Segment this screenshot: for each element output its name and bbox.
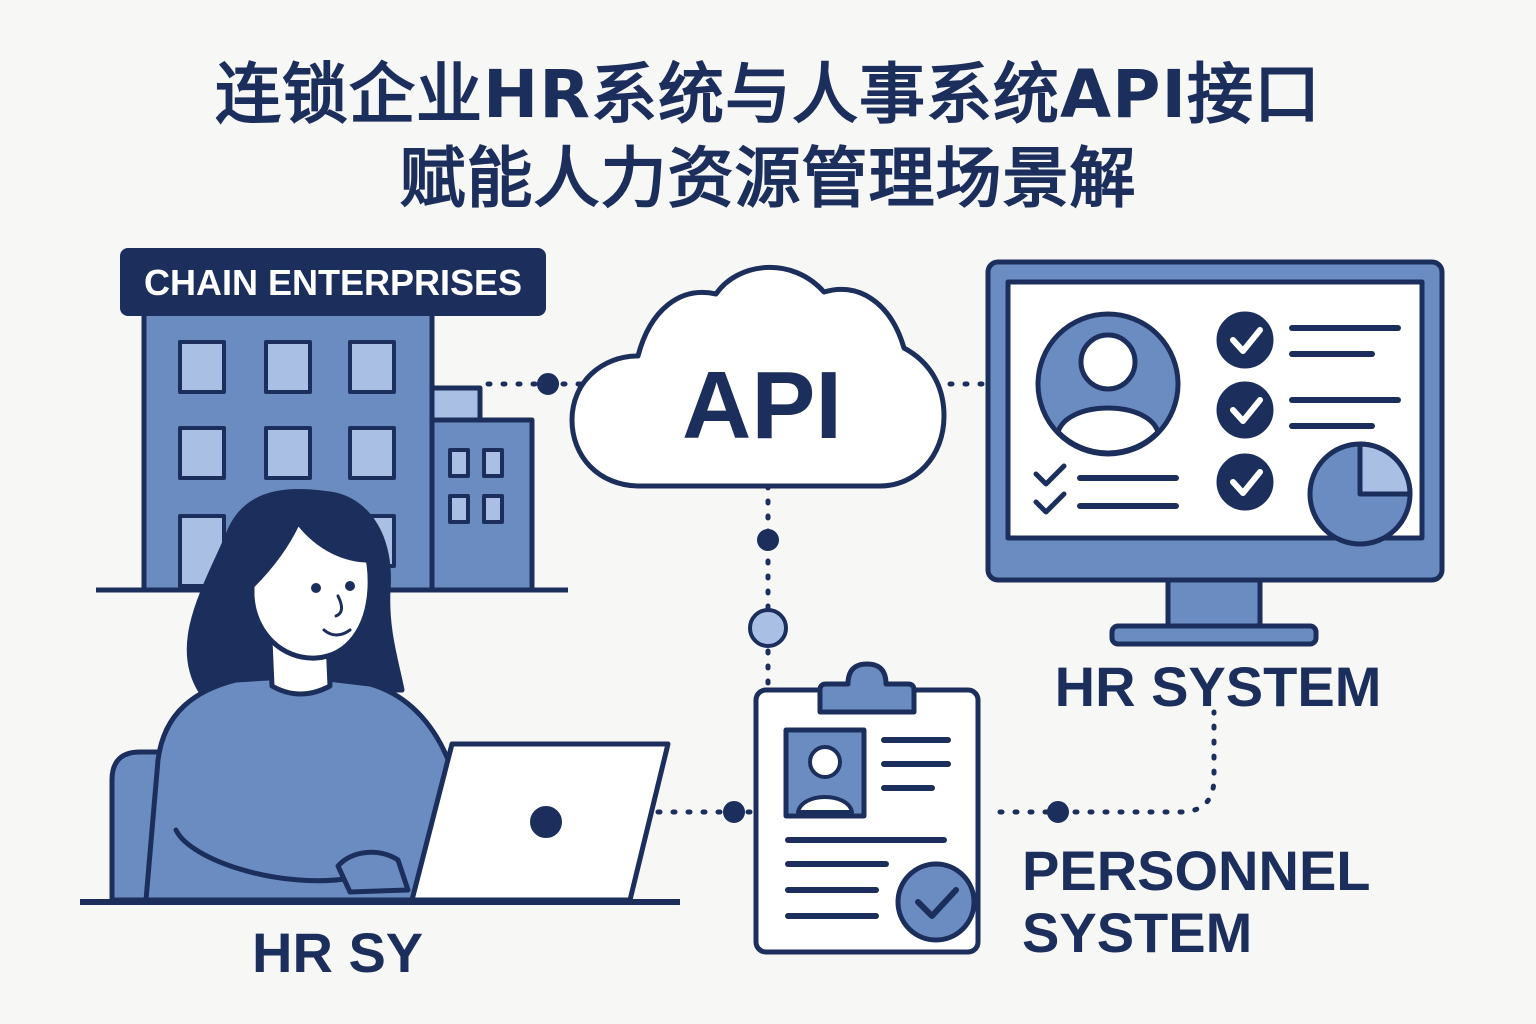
- laptop-logo: [530, 806, 562, 838]
- person-icon: [109, 489, 463, 903]
- monitor-icon: [985, 259, 1445, 647]
- chain-enterprises-badge: CHAIN ENTERPRISES: [120, 248, 546, 316]
- page-title-line-2: 赋能人力资源管理场景解: [399, 140, 1137, 217]
- personnel-label-line-2: SYSTEM: [1022, 901, 1252, 964]
- hr-system-label: HR SYSTEM: [1055, 655, 1382, 718]
- clipboard-clip: [817, 661, 917, 715]
- arm: [173, 827, 355, 884]
- eye: [311, 583, 321, 593]
- cloud-shape: [569, 265, 947, 489]
- connector-dot: [1047, 801, 1069, 823]
- personnel-label-line-1: PERSONNEL: [1022, 839, 1371, 902]
- clipboard-lines: [785, 737, 951, 919]
- building-annex-top: [429, 385, 483, 423]
- connector-node: [748, 608, 788, 648]
- connector-dot: [537, 373, 559, 395]
- monitor-stand: [1109, 623, 1319, 647]
- chain-enterprises-label: CHAIN ENTERPRISES: [144, 262, 522, 303]
- user-avatar-icon: [1035, 311, 1181, 457]
- hand: [335, 849, 411, 895]
- annex-windows: [448, 448, 504, 524]
- connector-personnel-hr-system: [997, 709, 1217, 815]
- monitor-neck: [1165, 577, 1263, 631]
- cloud-icon: API: [569, 265, 947, 489]
- pie-chart-icon: [1307, 441, 1413, 547]
- small-check-icons: [1033, 463, 1067, 515]
- torso: [143, 673, 463, 903]
- eye: [345, 581, 355, 591]
- hr-sy-label: HR SY: [252, 921, 423, 984]
- connector-dot: [723, 801, 745, 823]
- api-label: API: [682, 352, 842, 459]
- checkmark-icon: [1216, 311, 1274, 511]
- connector-nodes: [537, 373, 1069, 823]
- nose: [334, 594, 343, 618]
- mouth: [322, 628, 352, 637]
- laptop-icon: [80, 741, 680, 905]
- approved-check-icon: [895, 861, 977, 943]
- clipboard-icon: [753, 661, 981, 955]
- text-lines: [1077, 325, 1401, 509]
- badge-background: [120, 248, 546, 316]
- page-title-line-1: 连锁企业HR系统与人事系统API接口: [214, 56, 1322, 133]
- hair-fringe: [248, 505, 379, 589]
- connector-dot: [757, 529, 779, 551]
